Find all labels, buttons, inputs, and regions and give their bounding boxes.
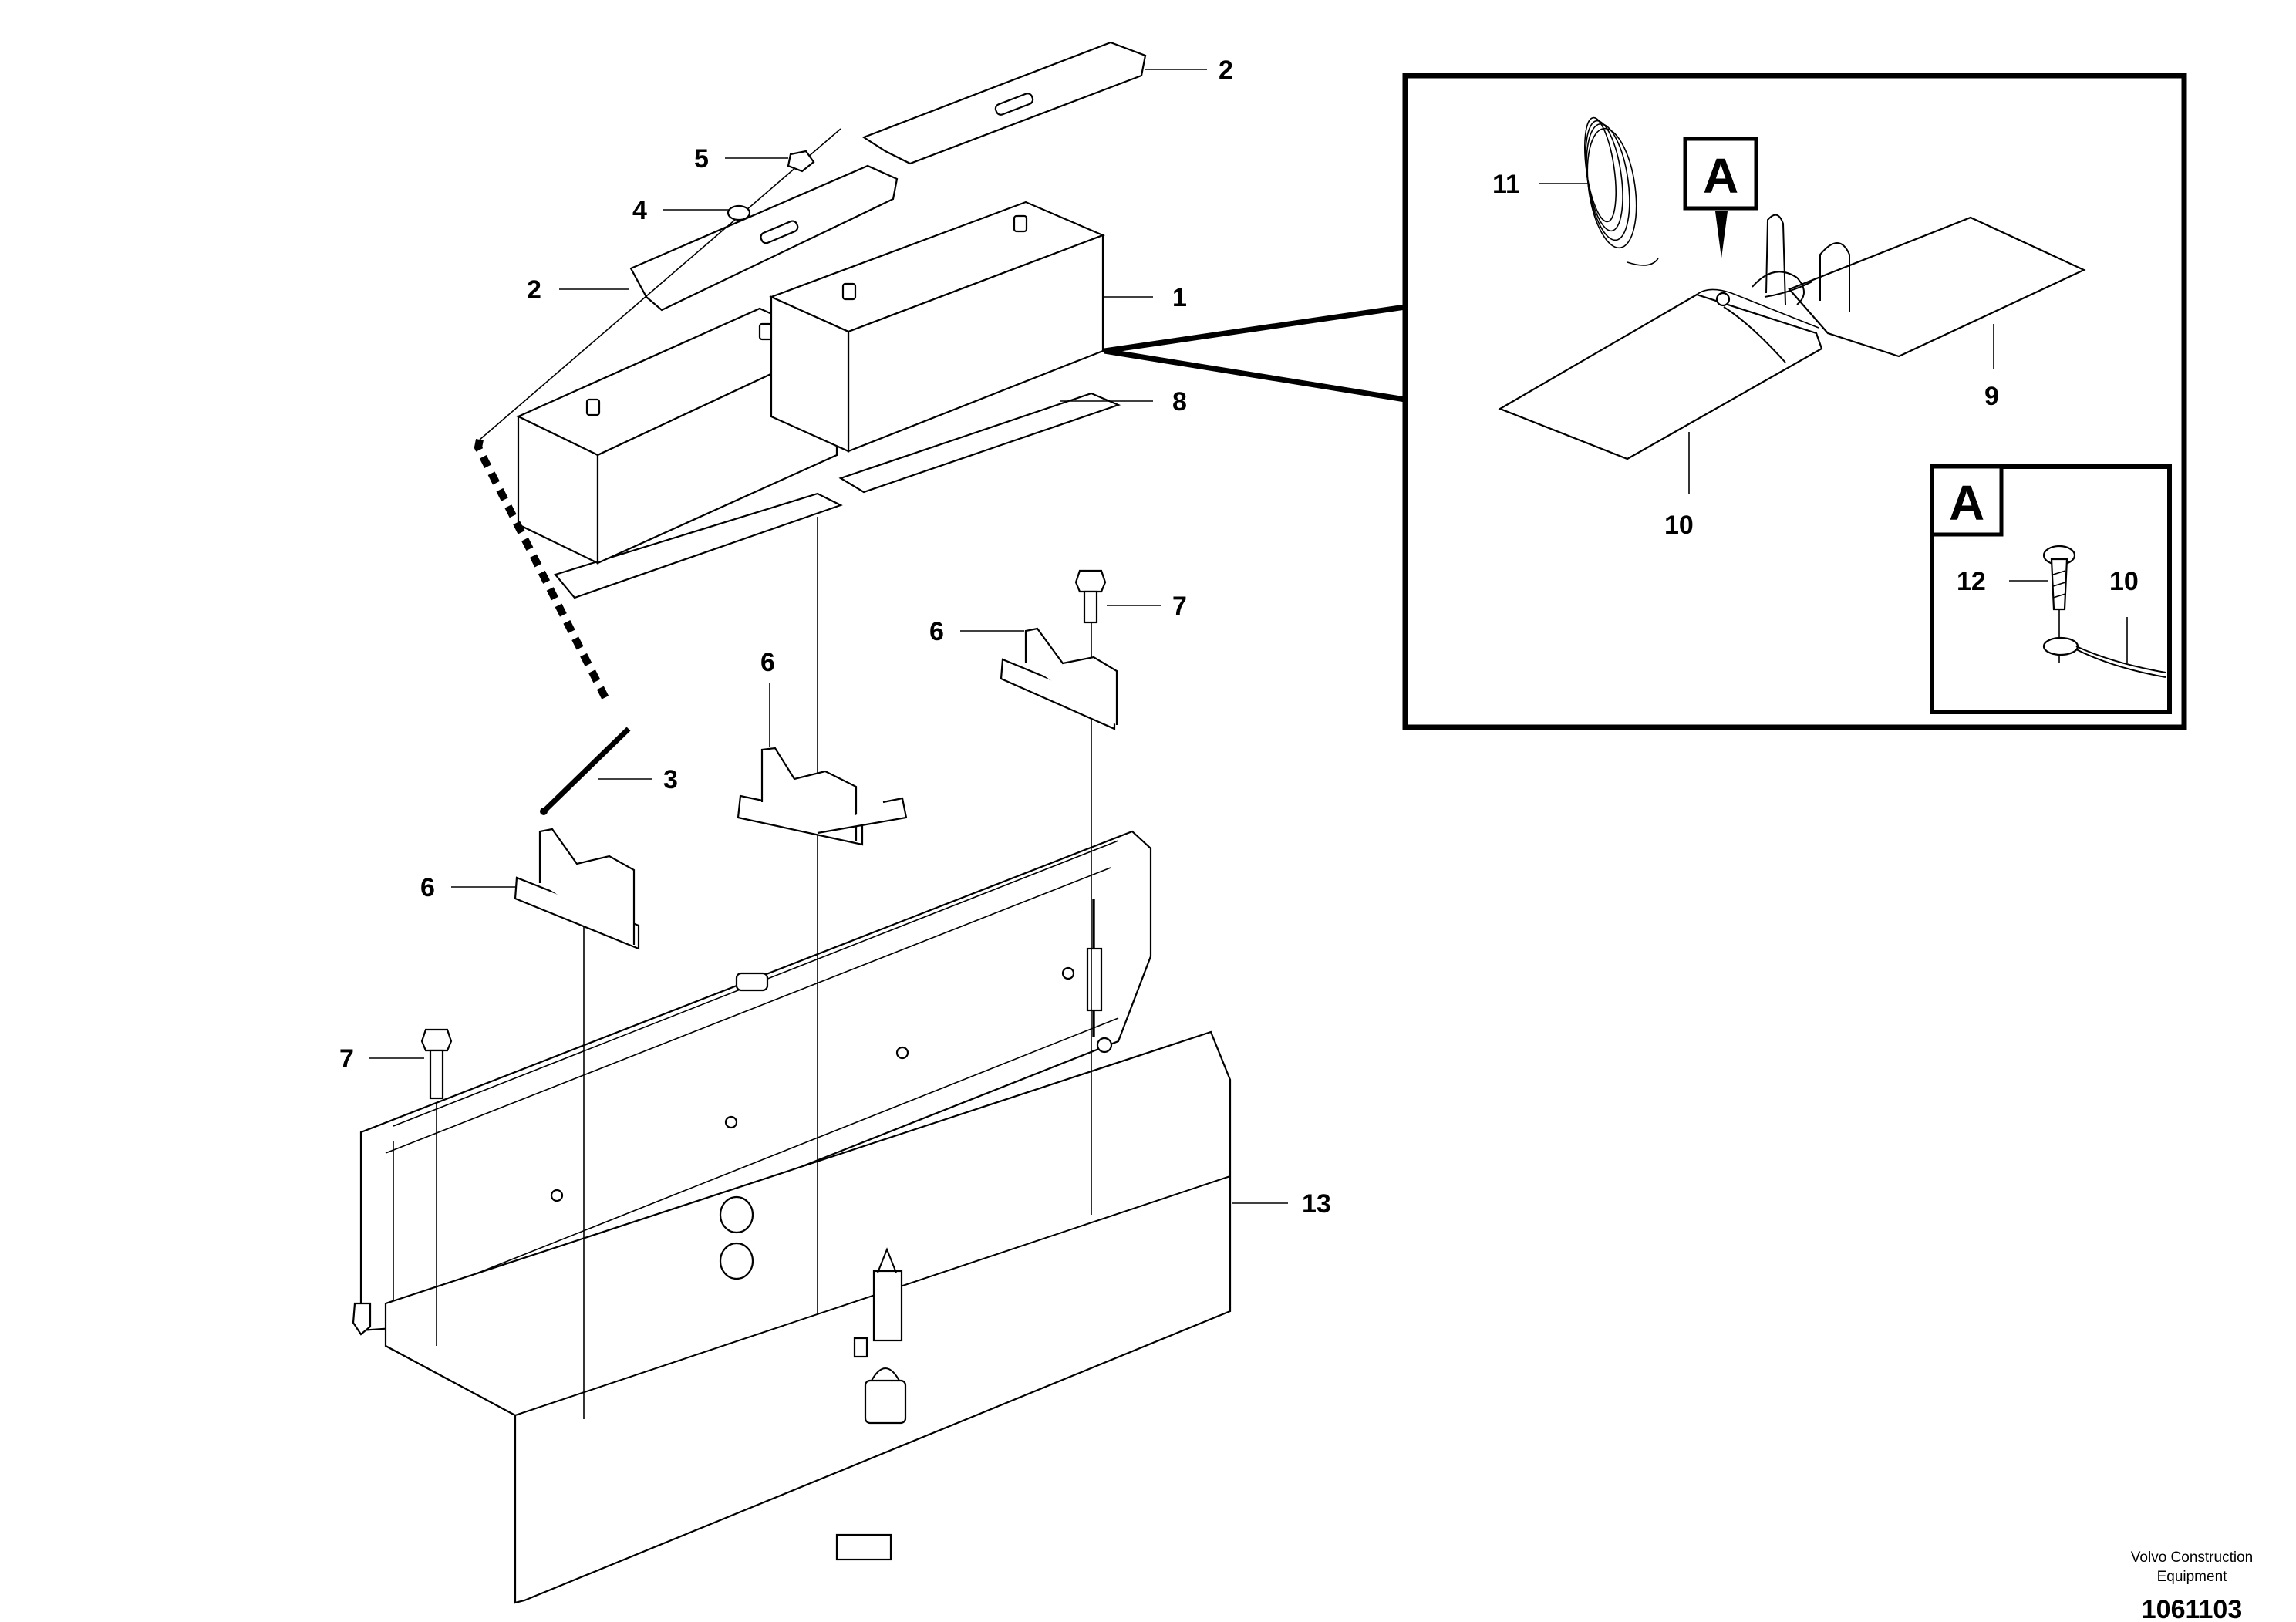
callout-6-right: 6 xyxy=(929,617,944,646)
hold-down-brackets xyxy=(514,627,1118,950)
callout-1: 1 xyxy=(1172,283,1187,312)
inset-a: A 12 10 xyxy=(1930,464,2172,714)
callout-6-left: 6 xyxy=(420,873,435,902)
callout-2-upper: 2 xyxy=(1219,56,1233,85)
callout-2-lower: 2 xyxy=(527,275,541,305)
callout-9: 9 xyxy=(1984,382,1999,411)
battery-left xyxy=(516,307,843,599)
callout-10-inset: 10 xyxy=(2109,567,2139,596)
brand-line-1: Volvo Construction xyxy=(2131,1549,2253,1566)
inset-label: A xyxy=(1949,475,1984,531)
ground-plate-9 xyxy=(1788,216,2086,358)
assembly-guide-lines xyxy=(436,517,1092,1419)
callouts: 1 2 2 3 4 5 6 6 6 7 7 8 13 xyxy=(339,56,1331,1219)
detail-marker-label: A xyxy=(1703,148,1738,204)
bolts xyxy=(420,569,1107,1100)
detail-view: 11 A 10 9 A xyxy=(1402,73,2187,730)
callout-8: 8 xyxy=(1172,387,1187,416)
ground-plate-10 xyxy=(1498,288,1823,460)
detail-marker-box xyxy=(1683,137,1758,211)
clamp-bars xyxy=(629,41,1147,312)
battery-right xyxy=(769,201,1121,494)
callout-6-middle: 6 xyxy=(760,648,775,677)
tie-rod xyxy=(474,128,841,815)
footer: Volvo Construction Equipment 1061103 xyxy=(2131,1549,2253,1622)
callout-13: 13 xyxy=(1302,1189,1331,1219)
document-number: 1061103 xyxy=(2142,1595,2243,1622)
callout-4: 4 xyxy=(632,196,647,225)
detail-pointer xyxy=(1104,304,1406,403)
callout-12: 12 xyxy=(1957,567,1986,596)
callout-5: 5 xyxy=(694,144,709,174)
inset-label-box xyxy=(1930,464,2004,537)
callout-7-right: 7 xyxy=(1172,592,1187,621)
brand-line-2: Equipment xyxy=(2157,1569,2228,1585)
callout-3: 3 xyxy=(663,765,678,794)
callout-10-detail: 10 xyxy=(1664,511,1694,540)
coiled-cable xyxy=(1584,116,1659,266)
battery-box xyxy=(352,830,1232,1604)
callout-11: 11 xyxy=(1492,170,1520,199)
callout-7-left: 7 xyxy=(339,1044,354,1074)
